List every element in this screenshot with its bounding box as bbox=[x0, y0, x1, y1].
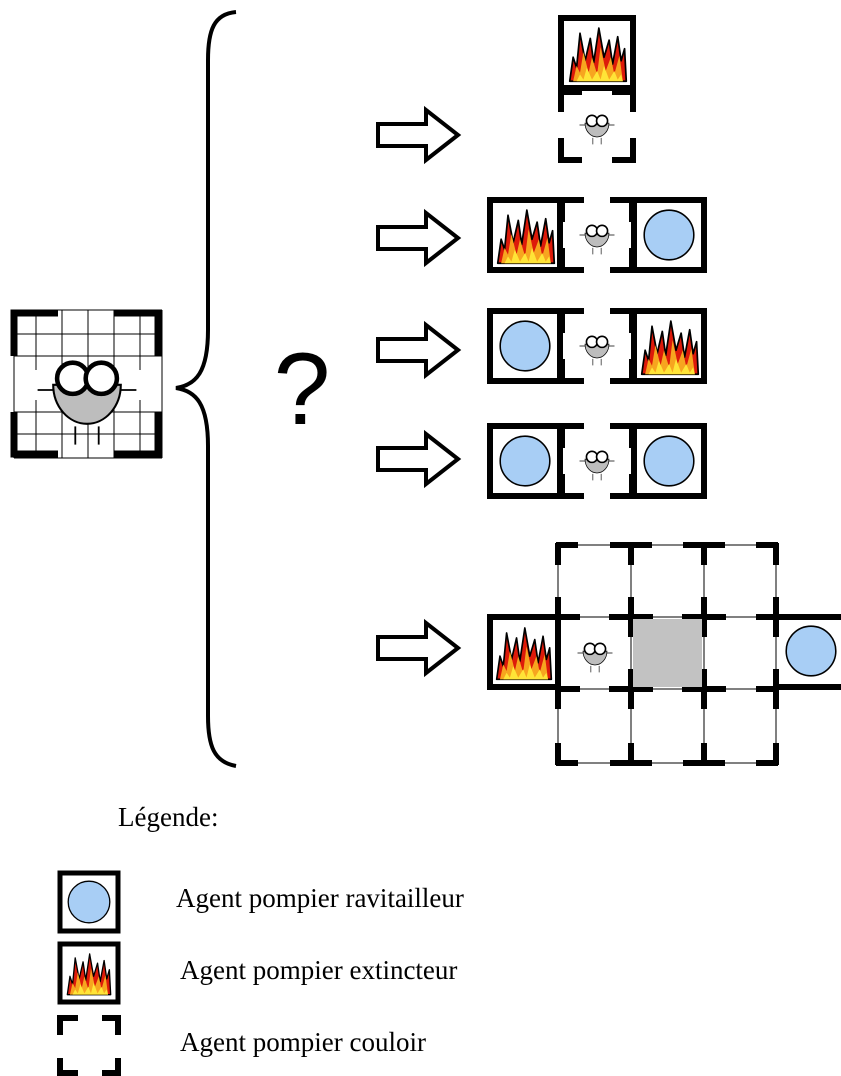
legend-icon-fire bbox=[57, 941, 121, 1005]
water-tank-icon bbox=[643, 435, 695, 487]
legend-label-extincteur: Agent pompier extincteur bbox=[180, 955, 458, 985]
obstacle-cell bbox=[633, 619, 702, 687]
water-tank-icon bbox=[67, 880, 111, 924]
water-tank-icon bbox=[499, 320, 551, 372]
robot-icon bbox=[578, 450, 616, 482]
robot-icon bbox=[578, 114, 616, 146]
scenario-fire-above bbox=[558, 15, 636, 163]
robot-icon bbox=[576, 642, 614, 674]
arrow-icon bbox=[376, 105, 462, 165]
arrow-icon bbox=[376, 208, 462, 268]
robot-icon bbox=[578, 335, 616, 367]
legend-title: Légende: bbox=[118, 802, 219, 832]
water-tank-icon bbox=[643, 209, 695, 261]
question-mark: ? bbox=[274, 332, 331, 446]
robot-icon bbox=[578, 224, 616, 256]
legend-icon-water bbox=[57, 870, 121, 934]
arrow-icon bbox=[376, 320, 462, 380]
water-tank-icon bbox=[499, 435, 551, 487]
scenario-water-left-fire-right bbox=[487, 308, 707, 384]
water-tank-icon bbox=[785, 625, 837, 677]
scenario-water-both-sides bbox=[487, 423, 707, 499]
arrows bbox=[376, 105, 462, 678]
source-robot-cell bbox=[10, 309, 163, 459]
arrow-icon bbox=[376, 618, 462, 678]
brace bbox=[175, 10, 237, 768]
legend-icon-corridor bbox=[57, 1015, 121, 1076]
legend-label-ravitailleur: Agent pompier ravitailleur bbox=[176, 883, 464, 913]
legend-label-couloir: Agent pompier couloir bbox=[180, 1027, 426, 1057]
scenario-grid-path bbox=[487, 542, 841, 766]
scenario-fire-left-water-right bbox=[487, 197, 707, 273]
arrow-icon bbox=[376, 429, 462, 489]
